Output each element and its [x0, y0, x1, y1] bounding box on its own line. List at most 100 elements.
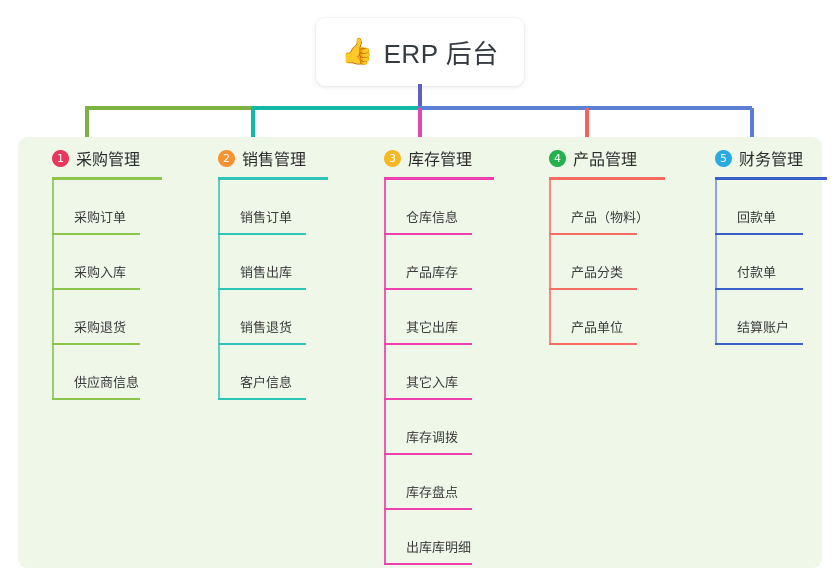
branch-number-badge: 4	[549, 149, 566, 167]
branch-spine	[218, 180, 220, 400]
leaf-item-label: 结算账户	[737, 320, 790, 335]
leaf-item-underline	[549, 233, 637, 235]
branch-underline	[715, 177, 827, 180]
drop-finance	[750, 108, 754, 140]
leaf-item-label: 供应商信息	[74, 375, 140, 390]
leaf-item[interactable]: 回款单	[715, 180, 827, 235]
branch-underline	[384, 177, 494, 180]
leaf-item[interactable]: 销售订单	[218, 180, 328, 235]
branch-number-badge: 5	[715, 149, 732, 167]
leaf-item-label: 销售订单	[240, 210, 293, 225]
branch-column-product: 4 产品管理产品（物料） 产品分类产品单位	[531, 145, 665, 345]
leaf-item-underline	[384, 508, 472, 510]
leaf-item-underline	[549, 288, 637, 290]
leaf-item-label: 回款单	[737, 210, 777, 225]
branch-header-product[interactable]: 4 产品管理	[531, 145, 665, 171]
leaf-item[interactable]: 其它出库	[384, 290, 494, 345]
leaf-item[interactable]: 结算账户	[715, 290, 827, 345]
branch-header-sales[interactable]: 2 销售管理	[200, 145, 328, 171]
branch-title: 财务管理	[739, 152, 804, 169]
leaf-item-label: 产品分类	[571, 265, 624, 280]
branch-underline	[52, 177, 162, 180]
leaf-item[interactable]: 销售退货	[218, 290, 328, 345]
leaf-item-label: 采购订单	[74, 210, 127, 225]
branch-children-inventory: 仓库信息产品库存其它出库其它入库库存调拨库存盘点出库库明细	[384, 180, 494, 565]
branch-children-purchasing: 采购订单采购入库采购退货供应商信息	[52, 180, 162, 400]
branch-underline	[549, 177, 665, 180]
leaf-item[interactable]: 销售出库	[218, 235, 328, 290]
leaf-item[interactable]: 产品单位	[549, 290, 665, 345]
leaf-item-label: 其它出库	[406, 320, 459, 335]
leaf-item[interactable]: 付款单	[715, 235, 827, 290]
leaf-item-label: 库存盘点	[406, 485, 459, 500]
root-stem	[418, 84, 422, 108]
leaf-item[interactable]: 采购退货	[52, 290, 162, 345]
leaf-item-underline	[218, 398, 306, 400]
branch-spine	[715, 180, 717, 345]
leaf-item-label: 采购退货	[74, 320, 127, 335]
root-title: ERP 后台	[383, 38, 499, 69]
drop-sales	[251, 108, 255, 140]
drop-purchasing	[85, 108, 89, 140]
leaf-item-underline	[218, 233, 306, 235]
branch-children-sales: 销售订单销售出库销售退货客户信息	[218, 180, 328, 400]
branches-panel	[18, 137, 822, 568]
branch-underline	[218, 177, 328, 180]
root-node[interactable]: 👍 ERP 后台	[316, 18, 524, 86]
leaf-item-label: 付款单	[737, 265, 777, 280]
leaf-item[interactable]: 产品库存	[384, 235, 494, 290]
branch-children-product: 产品（物料） 产品分类产品单位	[549, 180, 665, 345]
leaf-item-label: 销售退货	[240, 320, 293, 335]
branch-number-badge: 2	[218, 149, 235, 167]
leaf-item[interactable]: 仓库信息	[384, 180, 494, 235]
branch-spine	[52, 180, 54, 400]
leaf-item-underline	[218, 288, 306, 290]
leaf-item[interactable]: 采购订单	[52, 180, 162, 235]
leaf-item[interactable]: 采购入库	[52, 235, 162, 290]
branch-title: 采购管理	[76, 152, 141, 169]
leaf-item-underline	[384, 343, 472, 345]
leaf-item-label: 产品单位	[571, 320, 624, 335]
leaf-item-underline	[384, 288, 472, 290]
leaf-item-underline	[384, 398, 472, 400]
leaf-item-underline	[52, 343, 140, 345]
leaf-item-label: 其它入库	[406, 375, 459, 390]
leaf-item-label: 销售出库	[240, 265, 293, 280]
branch-header-finance[interactable]: 5 财务管理	[697, 145, 827, 171]
leaf-item-underline	[384, 233, 472, 235]
leaf-item[interactable]: 产品分类	[549, 235, 665, 290]
leaf-item-label: 库存调拨	[406, 430, 459, 445]
leaf-item-underline	[218, 343, 306, 345]
leaf-item-underline	[384, 453, 472, 455]
leaf-item-underline	[384, 563, 472, 565]
thumbs-up-icon: 👍	[341, 37, 374, 67]
leaf-item[interactable]: 客户信息	[218, 345, 328, 400]
branch-title: 库存管理	[408, 152, 473, 169]
leaf-item[interactable]: 产品（物料）	[549, 180, 665, 235]
leaf-item-label: 采购入库	[74, 265, 127, 280]
leaf-item[interactable]: 库存盘点	[384, 455, 494, 510]
branch-title: 产品管理	[573, 152, 638, 169]
branch-children-finance: 回款单付款单结算账户	[715, 180, 827, 345]
drop-product	[585, 108, 589, 140]
leaf-item-underline	[549, 343, 637, 345]
branch-title: 销售管理	[242, 152, 307, 169]
leaf-item-label: 客户信息	[240, 375, 293, 390]
leaf-item[interactable]: 库存调拨	[384, 400, 494, 455]
branch-spine	[384, 180, 386, 565]
leaf-item[interactable]: 出库库明细	[384, 510, 494, 565]
branch-column-finance: 5 财务管理回款单付款单结算账户	[697, 145, 827, 345]
leaf-item-underline	[52, 233, 140, 235]
leaf-item-underline	[715, 233, 803, 235]
leaf-item[interactable]: 供应商信息	[52, 345, 162, 400]
branch-spine	[549, 180, 551, 345]
leaf-item[interactable]: 其它入库	[384, 345, 494, 400]
drop-inventory	[418, 108, 422, 140]
branch-column-sales: 2 销售管理销售订单销售出库销售退货客户信息	[200, 145, 328, 400]
leaf-item-label: 出库库明细	[406, 540, 472, 555]
